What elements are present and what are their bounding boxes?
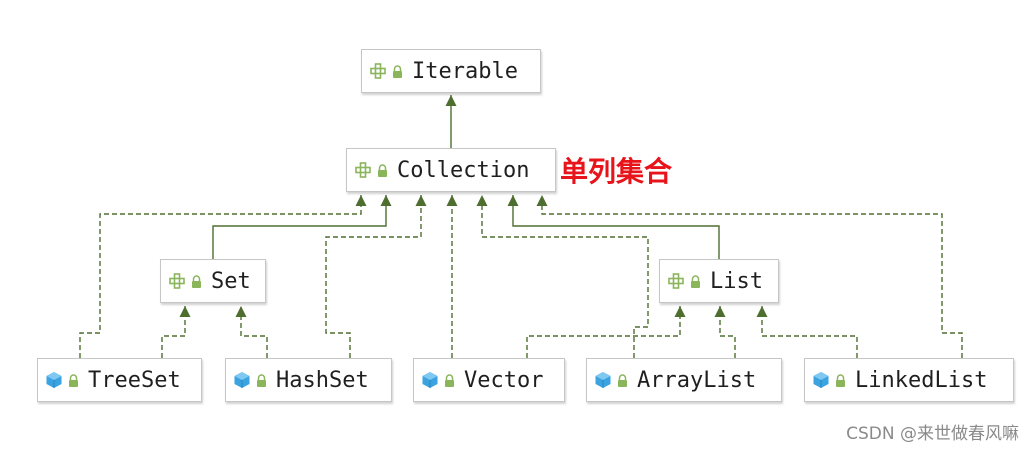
- node-hashset[interactable]: HashSet: [225, 358, 392, 402]
- lock-icon-shape: [691, 275, 700, 288]
- edge-hashset-to-collection: [325, 195, 422, 358]
- interface-icon: [666, 271, 686, 291]
- edge-linkedlist-to-collection-arrowhead: [536, 195, 548, 206]
- node-label: Vector: [464, 367, 544, 393]
- edge-linkedlist-to-collection: [541, 195, 963, 358]
- node-label: Collection: [397, 157, 530, 183]
- lock-icon-shape: [618, 374, 627, 387]
- class-icon-shape: [234, 372, 250, 388]
- collection-annotation: 单列集合: [560, 155, 673, 188]
- edge-arraylist-to-collection-arrowhead: [476, 195, 488, 206]
- lock-icon: [690, 274, 702, 288]
- edge-hashset-to-set: [240, 306, 268, 358]
- edge-treeset-to-set: [161, 306, 186, 358]
- edge-treeset-to-collection-arrowhead: [355, 195, 367, 206]
- lock-icon-shape: [257, 374, 266, 387]
- class-icon-shape: [813, 372, 829, 388]
- interface-icon-shape: [355, 162, 371, 178]
- node-treeset[interactable]: TreeSet: [37, 358, 202, 402]
- edge-set-to-collection: [212, 195, 387, 259]
- lock-icon: [191, 274, 203, 288]
- lock-icon: [835, 373, 847, 387]
- edge-linkedlist-to-list: [761, 306, 858, 358]
- node-label: LinkedList: [855, 367, 988, 393]
- node-label: HashSet: [276, 367, 369, 393]
- node-label: Set: [211, 268, 251, 294]
- watermark: CSDN @来世做春风嘛: [846, 424, 1019, 444]
- class-icon-shape: [46, 372, 62, 388]
- lock-icon: [256, 373, 268, 387]
- node-label: Iterable: [412, 58, 518, 84]
- class-icon-shape: [595, 372, 611, 388]
- edge-treeset-to-collection: [79, 195, 362, 358]
- edge-arraylist-to-collection: [481, 195, 649, 358]
- class-icon: [232, 370, 252, 390]
- interface-icon: [368, 61, 388, 81]
- edge-list-to-collection: [512, 195, 720, 259]
- edge-arraylist-to-list-arrowhead: [714, 306, 726, 317]
- node-label: ArrayList: [637, 367, 757, 393]
- edge-hashset-to-set-arrowhead: [235, 306, 247, 317]
- lock-icon-shape: [445, 374, 454, 387]
- node-collection[interactable]: Collection: [346, 148, 556, 192]
- lock-icon: [377, 163, 389, 177]
- node-set[interactable]: Set: [160, 259, 266, 303]
- edge-treeset-to-set-arrowhead: [179, 306, 191, 317]
- class-icon-shape: [422, 372, 438, 388]
- node-vector[interactable]: Vector: [413, 358, 565, 402]
- node-list[interactable]: List: [659, 259, 779, 303]
- edge-vector-to-list: [526, 306, 681, 358]
- node-iterable[interactable]: Iterable: [361, 49, 541, 93]
- class-icon: [420, 370, 440, 390]
- lock-icon-shape: [393, 65, 402, 78]
- node-label: TreeSet: [88, 367, 181, 393]
- edge-vector-to-list-arrowhead: [674, 306, 686, 317]
- lock-icon: [444, 373, 456, 387]
- edge-arraylist-to-list: [719, 306, 736, 358]
- node-label: List: [710, 268, 763, 294]
- interface-icon-shape: [668, 273, 684, 289]
- lock-icon: [617, 373, 629, 387]
- edge-vector-to-collection-arrowhead: [446, 195, 458, 206]
- lock-icon-shape: [192, 275, 201, 288]
- lock-icon-shape: [378, 164, 387, 177]
- lock-icon: [68, 373, 80, 387]
- interface-icon-shape: [169, 273, 185, 289]
- edge-list-to-collection-arrowhead: [507, 195, 519, 206]
- edge-collection-to-iterable-arrowhead: [445, 95, 457, 106]
- lock-icon-shape: [836, 374, 845, 387]
- edge-set-to-collection-arrowhead: [380, 195, 392, 206]
- lock-icon-shape: [69, 374, 78, 387]
- class-icon: [593, 370, 613, 390]
- node-arraylist[interactable]: ArrayList: [586, 358, 782, 402]
- edge-hashset-to-collection-arrowhead: [415, 195, 427, 206]
- interface-icon: [167, 271, 187, 291]
- lock-icon: [392, 64, 404, 78]
- interface-icon: [353, 160, 373, 180]
- class-icon: [811, 370, 831, 390]
- interface-icon-shape: [370, 63, 386, 79]
- class-icon: [44, 370, 64, 390]
- edge-linkedlist-to-list-arrowhead: [756, 306, 768, 317]
- node-linkedlist[interactable]: LinkedList: [804, 358, 1014, 402]
